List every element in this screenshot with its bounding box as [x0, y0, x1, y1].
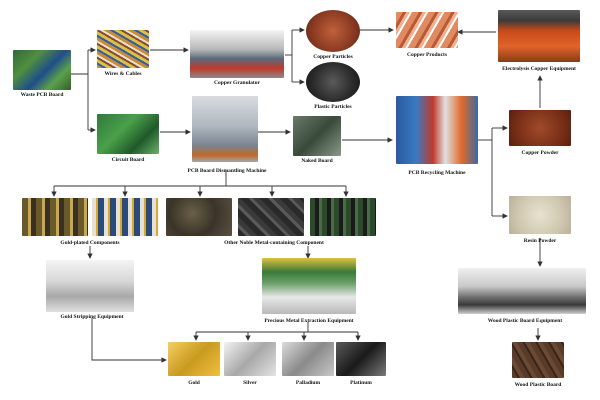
platinum-image — [336, 342, 386, 376]
recycling-machine-image — [396, 96, 478, 164]
resin-powder-image — [509, 196, 571, 234]
electrolysis-image — [498, 10, 580, 62]
gold-stripping-label: Gold Stripping Equipment — [60, 314, 124, 320]
wires-label: Wires & Cables — [104, 71, 142, 77]
wires-image — [97, 30, 149, 68]
wpc-equipment-label: Wood Plastic Board Equipment — [487, 318, 563, 324]
resin-powder-label: Resin Powder — [523, 238, 557, 244]
silver-image — [224, 342, 276, 376]
circuit-board-label: Circuit Board — [111, 157, 145, 163]
platinum-label: Platinum — [350, 380, 372, 386]
gold-plated-label: Gold-plated Components — [60, 240, 120, 246]
gold-plated-image-a — [22, 198, 88, 236]
noble-metal-label: Other Noble Metal-containing Component — [224, 240, 324, 246]
copper-granulator-label: Copper Granulator — [214, 80, 260, 86]
waste-pcb-image — [13, 50, 71, 90]
gold-stripping-image — [46, 260, 134, 312]
plastic-particles-label: Plastic Particles — [314, 104, 352, 110]
dismantling-label: PCB Board Dismantling Machine — [187, 168, 267, 174]
gold-label: Gold — [188, 380, 200, 386]
noble-metal-image-a — [166, 198, 232, 236]
wpc-board-label: Wood Plastic Board — [514, 382, 562, 388]
copper-particles-label: Copper Particles — [313, 54, 353, 60]
copper-powder-label: Copper Powder — [521, 150, 559, 156]
gold-image — [168, 342, 220, 376]
palladium-image — [282, 342, 334, 376]
precious-extraction-image — [262, 258, 356, 314]
naked-board-image — [293, 116, 341, 156]
noble-metal-image-c — [310, 198, 376, 236]
dismantling-image — [192, 96, 258, 162]
copper-particles-image — [306, 10, 360, 52]
palladium-label: Palladium — [295, 380, 321, 386]
precious-extraction-label: Precious Metal Extraction Equipment — [264, 318, 354, 324]
wpc-board-image — [512, 342, 564, 378]
noble-metal-image-b — [238, 198, 304, 236]
recycling-machine-label: PCB Recycling Machine — [408, 170, 466, 176]
electrolysis-label: Electrolysis Copper Equipment — [502, 66, 576, 72]
gold-plated-image-b — [92, 198, 158, 236]
plastic-particles-image — [306, 62, 360, 102]
copper-products-label: Copper Products — [407, 52, 447, 58]
waste-pcb-label: Waste PCB Board — [20, 92, 64, 98]
naked-board-label: Naked Board — [301, 158, 333, 164]
copper-granulator-image — [190, 30, 284, 78]
circuit-board-image — [97, 114, 159, 154]
wpc-equipment-image — [458, 268, 586, 314]
copper-products-image — [396, 12, 458, 48]
silver-label: Silver — [243, 380, 257, 386]
copper-powder-image — [509, 110, 571, 146]
